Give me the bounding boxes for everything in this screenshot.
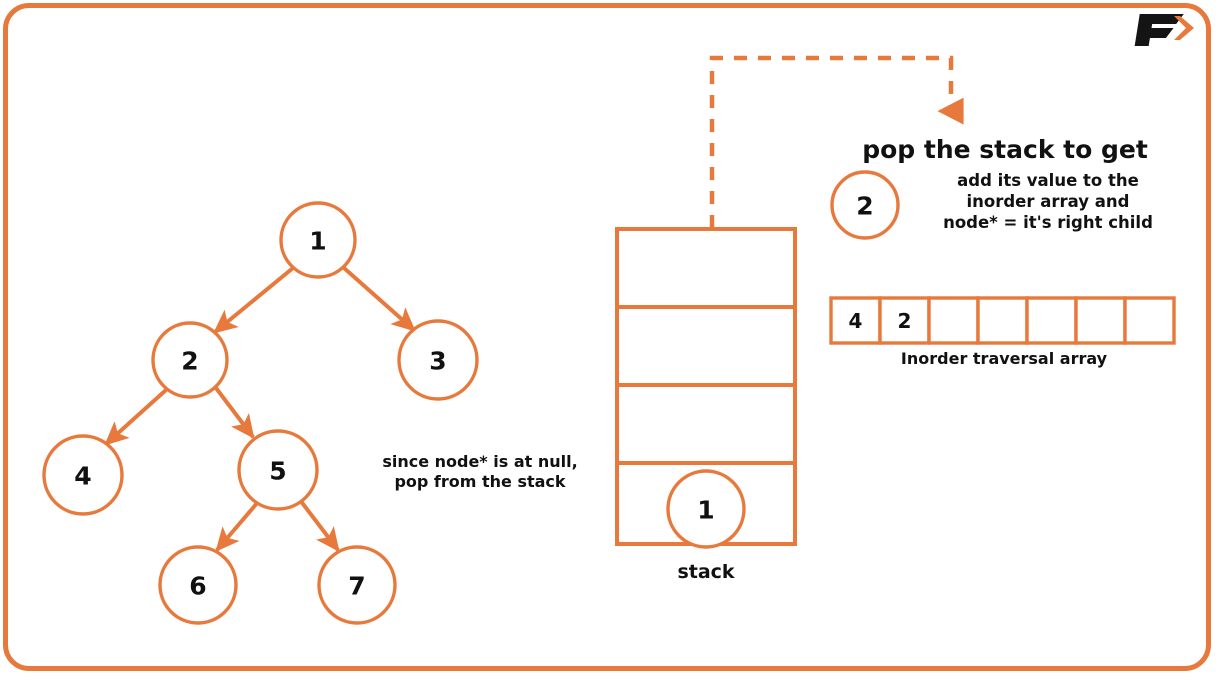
tree-node-1-value: 1: [309, 227, 326, 256]
inorder-array: 4 2: [829, 296, 1176, 345]
array-cell-1-value: 2: [898, 309, 912, 333]
popped-value-bubble[interactable]: 2: [830, 170, 900, 240]
array-cell-6[interactable]: [1123, 296, 1176, 345]
tree-node-1-circle: [279, 201, 357, 279]
null-note-text: since node* is at null,pop from the stac…: [382, 452, 578, 492]
edge-5-7: [298, 498, 340, 552]
tree-node-1[interactable]: 1: [279, 201, 357, 279]
array-cell-4[interactable]: [1025, 296, 1078, 345]
pop-pointer-arrow: [709, 55, 964, 228]
array-cell-3[interactable]: [976, 296, 1029, 345]
chevron-right-icon: [1174, 16, 1194, 40]
tree-node-3-value: 3: [429, 347, 446, 376]
edge-5-6: [215, 500, 260, 552]
edge-2-5: [214, 386, 255, 439]
tree-node-4[interactable]: 4: [42, 434, 124, 516]
tree-node-5[interactable]: 5: [237, 429, 319, 511]
tree-node-2[interactable]: 2: [151, 321, 229, 399]
inorder-array-label: Inorder traversal array: [900, 349, 1108, 368]
tree-edges: [104, 266, 416, 552]
tree-node-2-value: 2: [181, 347, 198, 376]
stack-node-1-value: 1: [697, 496, 714, 525]
array-cell-2[interactable]: [927, 296, 980, 345]
edge-1-2: [213, 266, 295, 334]
stack-cell-0[interactable]: [615, 227, 797, 309]
dashed-pointer-path: [709, 55, 964, 228]
popped-value-text: 2: [856, 192, 873, 221]
array-cell-0-value: 4: [849, 309, 863, 333]
stack-label: stack: [677, 561, 735, 583]
tree-node-4-circle: [42, 434, 124, 516]
stack-diagram: 1: [615, 227, 797, 549]
tree-node-7-circle: [317, 545, 397, 625]
tree-node-7-value: 7: [348, 572, 365, 601]
array-cell-1[interactable]: [878, 296, 931, 345]
tree-node-4-value: 4: [74, 462, 91, 491]
popped-value-circle: [830, 170, 900, 240]
tree-node-5-circle: [237, 429, 319, 511]
logo-letter-f-icon: [1134, 14, 1184, 46]
tree-nodes: 1 2 3 4 5 6 7: [42, 201, 479, 625]
tree-node-3[interactable]: 3: [397, 319, 479, 401]
tree-node-3-circle: [397, 319, 479, 401]
tree-node-2-circle: [151, 321, 229, 399]
brand-logo-f: [1134, 14, 1194, 46]
array-cell-5[interactable]: [1074, 296, 1127, 345]
pop-heading-text: pop the stack to get: [862, 135, 1148, 164]
array-cell-0[interactable]: [829, 296, 882, 345]
tree-node-6-circle: [158, 545, 238, 625]
edge-1-3: [342, 266, 416, 332]
stack-node-1[interactable]: 1: [666, 469, 746, 549]
tree-node-6-value: 6: [189, 572, 206, 601]
stack-cell-2[interactable]: [615, 383, 797, 465]
tree-node-6[interactable]: 6: [158, 545, 238, 625]
stack-node-1-circle: [666, 469, 746, 549]
tree-node-5-value: 5: [269, 457, 286, 486]
stack-cell-1[interactable]: [615, 305, 797, 387]
edge-2-4: [104, 388, 168, 446]
tree-node-7[interactable]: 7: [317, 545, 397, 625]
